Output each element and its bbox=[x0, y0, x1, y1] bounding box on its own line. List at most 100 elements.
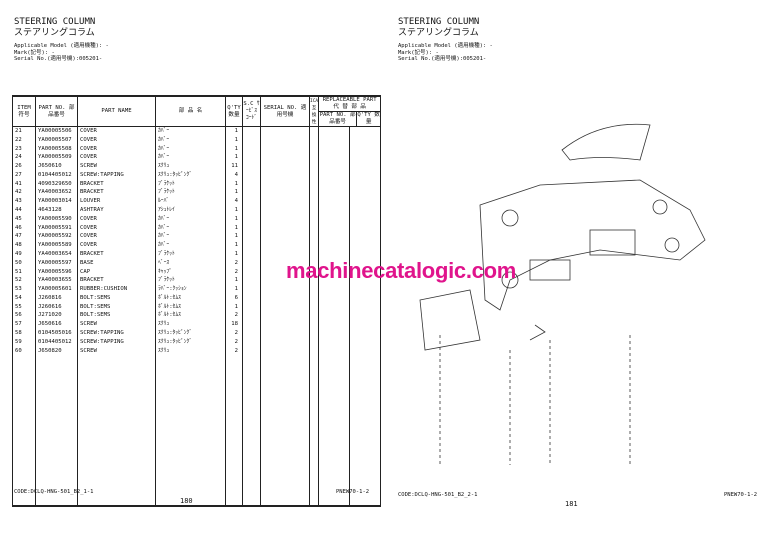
cell-empty bbox=[349, 346, 382, 356]
cell-empty bbox=[242, 179, 261, 189]
cell-empty bbox=[260, 293, 310, 303]
cell-empty bbox=[349, 223, 382, 233]
cell-empty bbox=[242, 293, 261, 303]
serial: Serial No.(適用号機):005201- bbox=[14, 56, 103, 62]
cell-part-name: SCREW bbox=[77, 320, 156, 329]
cell-item: 21 bbox=[12, 126, 36, 136]
cell-jp-name: ｽｸﾘｭ bbox=[155, 346, 226, 356]
cell-qty: 2 bbox=[225, 267, 243, 277]
cell-empty bbox=[308, 206, 320, 215]
cell-part-name: SCREW bbox=[77, 346, 156, 356]
cell-part-no: YA00005509 bbox=[35, 153, 78, 163]
cell-item: 55 bbox=[12, 302, 36, 312]
applicable-model: Applicable Model (適用機種): - bbox=[14, 43, 109, 49]
cell-empty bbox=[308, 170, 320, 180]
title-jp: ステアリングコラム bbox=[398, 28, 479, 38]
cell-item: 46 bbox=[12, 223, 36, 233]
cell-empty bbox=[242, 170, 261, 180]
cell-item: 56 bbox=[12, 311, 36, 321]
cell-empty bbox=[308, 355, 320, 508]
cell-empty bbox=[308, 188, 320, 198]
cell-jp-name: ﾎﾞﾙﾄ:ｾﾑｽ bbox=[155, 293, 226, 303]
replaceable-label: REPLACEABLE PART 代 替 部 品 bbox=[319, 97, 381, 112]
cell-qty: 1 bbox=[225, 249, 243, 259]
cell-part-no: YA00005589 bbox=[35, 241, 78, 250]
cell-empty bbox=[349, 126, 382, 136]
cell-empty bbox=[318, 162, 351, 171]
cell-part-name: COVER bbox=[77, 144, 156, 154]
cell-empty bbox=[242, 188, 261, 198]
cell-empty bbox=[308, 197, 320, 207]
cell-empty bbox=[308, 214, 320, 224]
left-code: CODE:DCLQ-HNG-501_B2_1-1 bbox=[14, 489, 94, 495]
cell-qty: 1 bbox=[225, 179, 243, 189]
left-meta: Applicable Model (適用機種): - Mark(記号): - S… bbox=[14, 43, 109, 63]
applicable-model: Applicable Model (適用機種): - bbox=[398, 43, 493, 49]
cell-jp-name: ﾌﾞﾗｹｯﾄ bbox=[155, 249, 226, 259]
cell-item: 26 bbox=[12, 162, 36, 171]
cell-item: 53 bbox=[12, 285, 36, 294]
cell-empty bbox=[242, 241, 261, 250]
cell-empty bbox=[260, 214, 310, 224]
title-en: STEERING COLUMN bbox=[14, 17, 96, 27]
cell-qty: 1 bbox=[225, 214, 243, 224]
cell-empty bbox=[242, 126, 261, 136]
cell-item: 57 bbox=[12, 320, 36, 329]
cell-part-no: YA00005592 bbox=[35, 232, 78, 242]
cell-part-no: YA00005506 bbox=[35, 126, 78, 136]
parts-table: ITEM 符号 PART NO. 部品番号 PART NAME 部 品 名 Q'… bbox=[12, 95, 382, 508]
cell-item: 42 bbox=[12, 188, 36, 198]
cell-empty bbox=[349, 144, 382, 154]
cell-part-name: LOUVER bbox=[77, 197, 156, 207]
title-jp: ステアリングコラム bbox=[14, 28, 95, 38]
cell-empty bbox=[308, 328, 320, 338]
cell-item: 49 bbox=[12, 249, 36, 259]
cell-jp-name: ｶﾊﾞｰ bbox=[155, 223, 226, 233]
cell-part-no: YA00003014 bbox=[35, 197, 78, 207]
cell-empty bbox=[308, 346, 320, 356]
cell-empty bbox=[318, 188, 351, 198]
cell-empty bbox=[260, 188, 310, 198]
cell-empty bbox=[308, 249, 320, 259]
cover bbox=[589, 229, 636, 256]
cell-empty bbox=[242, 144, 261, 154]
cell-empty bbox=[349, 188, 382, 198]
cell-empty bbox=[242, 249, 261, 259]
cell-qty: 1 bbox=[225, 126, 243, 136]
cell-jp-name: ｽｸﾘｭ:ﾀｯﾋﾟﾝｸﾞ bbox=[155, 170, 226, 180]
cell-empty bbox=[318, 328, 351, 338]
cell-item: 23 bbox=[12, 144, 36, 154]
cell-qty: 11 bbox=[225, 162, 243, 171]
cell-empty bbox=[242, 214, 261, 224]
cell-qty: 1 bbox=[225, 135, 243, 145]
cell-jp-name: ｶﾊﾞｰ bbox=[155, 232, 226, 242]
cell-item: 54 bbox=[12, 293, 36, 303]
cell-part-no: 0104405012 bbox=[35, 170, 78, 180]
cell-empty bbox=[260, 197, 310, 207]
cell-qty: 1 bbox=[225, 241, 243, 250]
cell-jp-name: ｶﾊﾞｰ bbox=[155, 241, 226, 250]
cell-part-no: YA40003652 bbox=[35, 188, 78, 198]
cell-empty bbox=[349, 276, 382, 286]
cell-jp-name: ﾍﾞｰｽ bbox=[155, 258, 226, 268]
table-filler bbox=[12, 355, 382, 508]
left-pnew: PNEW70-1-2 bbox=[336, 489, 370, 495]
cell-jp-name: ｷｬｯﾌﾟ bbox=[155, 267, 226, 277]
cell-empty bbox=[35, 355, 78, 508]
exploded-diagram bbox=[419, 123, 706, 465]
cell-jp-name: ﾌﾞﾗｹｯﾄ bbox=[155, 179, 226, 189]
cell-part-no: YA00005508 bbox=[35, 144, 78, 154]
cell-qty: 18 bbox=[225, 320, 243, 329]
cell-empty bbox=[349, 258, 382, 268]
cell-empty bbox=[318, 153, 351, 163]
cell-empty bbox=[155, 355, 226, 508]
cell-empty bbox=[308, 223, 320, 233]
col-sc: S.C ｻｰﾋﾞｽ ｺｰﾄﾞ bbox=[242, 95, 261, 127]
cell-empty bbox=[260, 206, 310, 215]
cell-empty bbox=[318, 232, 351, 242]
